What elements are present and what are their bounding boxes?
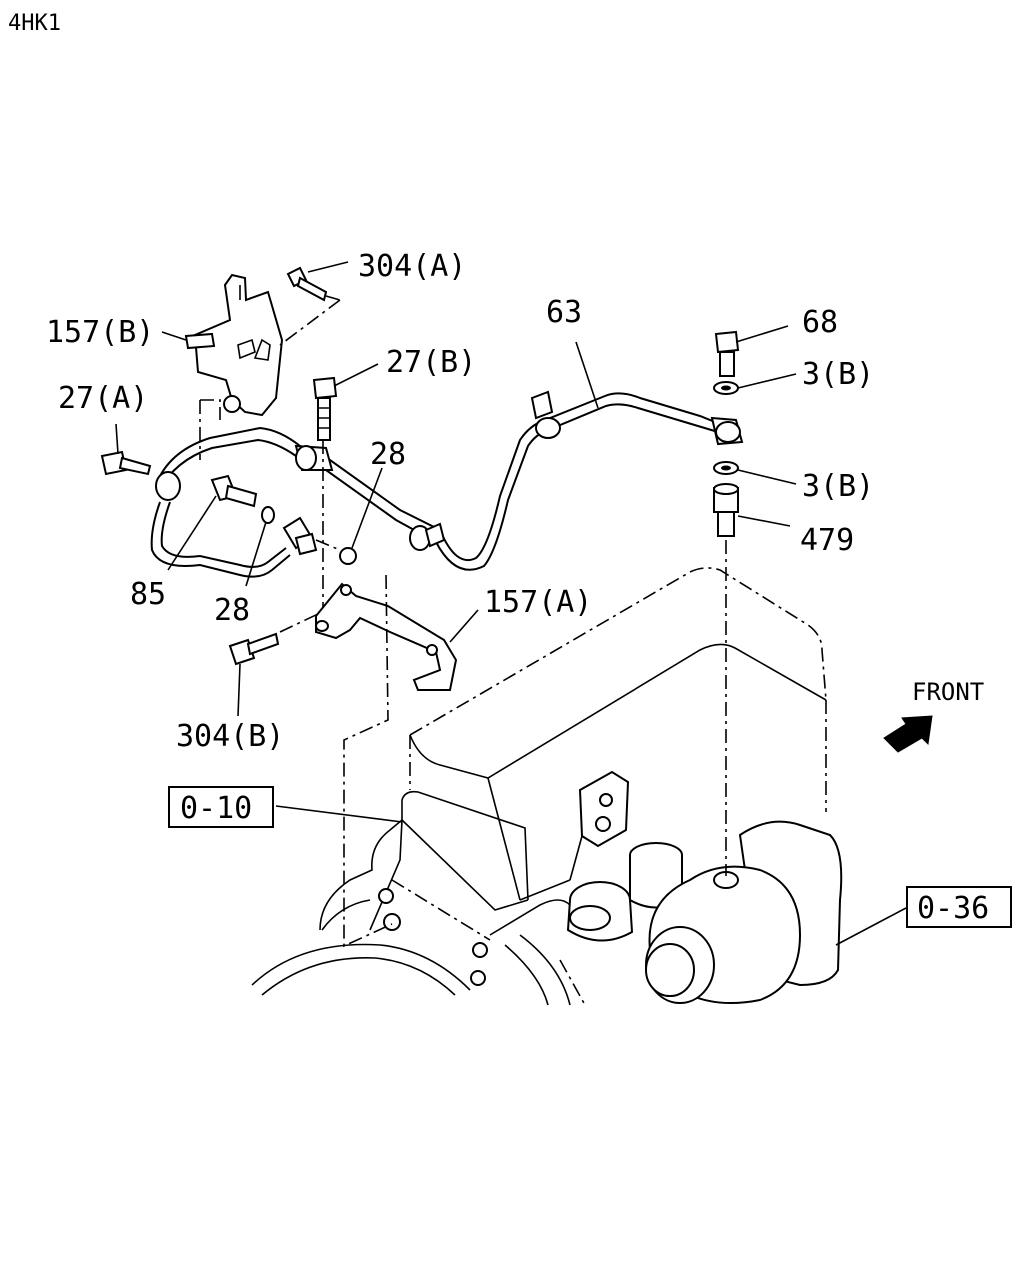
washer-28-lower [261, 506, 275, 524]
callout-85: 85 [130, 577, 166, 612]
guide-27a [199, 399, 221, 460]
bolt-27b [312, 376, 338, 441]
bracket-157a [315, 582, 458, 691]
model-code: 4HK1 [8, 11, 61, 36]
leader-lines [115, 261, 907, 946]
reference-label-0-36: 0-36 [917, 891, 989, 926]
callout-479: 479 [800, 523, 854, 558]
callout-63: 63 [546, 295, 582, 330]
front-arrow-icon [883, 715, 933, 753]
callout-68: 68 [802, 305, 838, 340]
callout-157b: 157(B) [46, 315, 154, 350]
bolt-27a [100, 450, 152, 476]
reference-box-0-10[interactable]: 0-10 [168, 786, 274, 828]
callout-3b-bottom: 3(B) [802, 469, 874, 504]
eye-bolt-85 [210, 474, 258, 508]
adapter-fitting [282, 516, 341, 556]
bolt-304b [228, 632, 280, 666]
callout-3b-top: 3(B) [802, 357, 874, 392]
banjo-bolt-68 [714, 330, 740, 377]
washer-28-upper [339, 547, 357, 565]
callout-28-upper: 28 [370, 437, 406, 472]
reference-box-0-36[interactable]: 0-36 [906, 886, 1012, 928]
callout-27a: 27(A) [58, 381, 148, 416]
callout-27b: 27(B) [386, 345, 476, 380]
guide-157a [343, 574, 393, 948]
reference-label-0-10: 0-10 [180, 791, 252, 826]
bolt-304a [279, 266, 341, 346]
connector-479 [713, 483, 739, 537]
callout-157a: 157(A) [484, 585, 592, 620]
stud-157b [184, 332, 216, 350]
oil-pipe-63 [150, 390, 744, 578]
engine-block-illustration [251, 567, 843, 1006]
washer-3b-top-hole [721, 385, 731, 391]
callout-304a: 304(A) [358, 249, 466, 284]
guide-304b [279, 613, 319, 633]
washer-3b-bot-hole [721, 465, 731, 471]
callout-304b: 304(B) [176, 719, 284, 754]
front-label: FRONT [912, 678, 984, 706]
callout-28-lower: 28 [214, 593, 250, 628]
